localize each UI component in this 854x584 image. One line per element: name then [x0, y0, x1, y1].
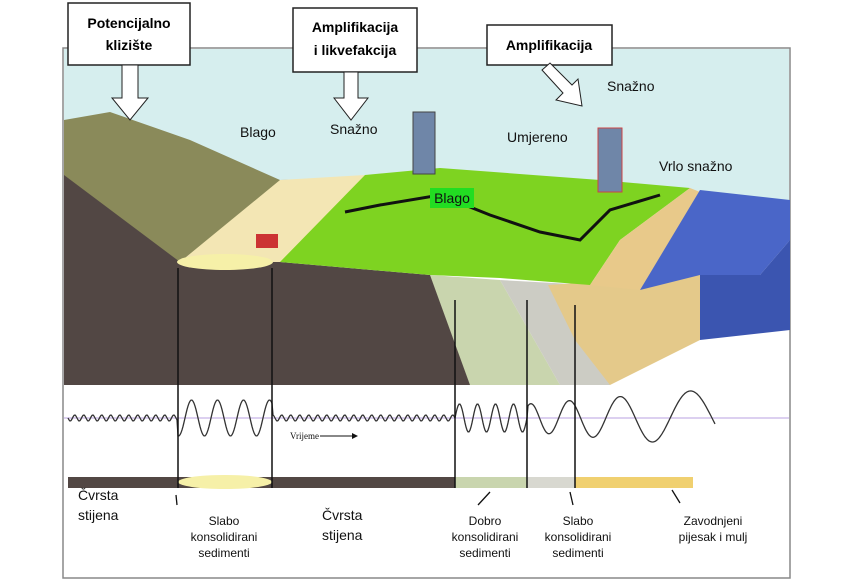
soil-label: Zavodnjeni — [684, 514, 743, 528]
intensity-label: Snažno — [607, 78, 655, 94]
leader-lines — [175, 489, 681, 506]
callout-text: klizište — [106, 37, 153, 53]
soil-segment-loose — [527, 477, 575, 488]
callout-text: i likvefakcija — [314, 42, 397, 58]
hill — [64, 112, 360, 262]
soil-labels: Čvrsta stijena Slabo konsolidirani sedimenti… — [78, 487, 747, 560]
soil-bar — [68, 477, 693, 488]
sea-surface — [640, 190, 790, 290]
soil-label: konsolidirani — [191, 530, 258, 544]
intensity-label: Blago — [434, 190, 470, 206]
callout-text: Potencijalno — [87, 15, 170, 31]
intensity-label: Blago — [240, 124, 276, 140]
house-icon — [256, 234, 278, 248]
soil-label: Slabo — [209, 514, 240, 528]
soil-label: stijena — [322, 527, 363, 543]
soil-label: konsolidirani — [452, 530, 519, 544]
intensity-label: Umjereno — [507, 129, 568, 145]
seismic-wave — [67, 390, 716, 443]
callout-amplification: Amplifikacija — [486, 24, 613, 107]
intensity-label: Snažno — [330, 121, 378, 137]
soil-label: konsolidirani — [545, 530, 612, 544]
beach — [590, 188, 700, 290]
intensity-label: Vrlo snažno — [659, 158, 733, 174]
sediment-lens — [177, 254, 273, 270]
arrow-down-icon — [110, 64, 150, 121]
callout-text: Amplifikacija — [312, 19, 399, 35]
sea-side — [700, 240, 790, 340]
plain — [280, 168, 690, 285]
soil-segment-saturated — [575, 477, 693, 488]
tower-building-icon — [412, 111, 436, 175]
arrow-right-icon — [352, 433, 358, 439]
callout-amplification-liquefaction: Amplifikacija i likvefakcija — [292, 7, 418, 121]
time-label: Vrijeme — [290, 431, 319, 441]
soil-label: Čvrsta — [78, 487, 119, 503]
soil-label: Dobro — [469, 514, 502, 528]
soil-label: Čvrsta — [322, 507, 363, 523]
projection-lines — [177, 268, 576, 488]
road — [344, 193, 661, 242]
soil-label: sedimenti — [198, 546, 249, 560]
callout-text: Amplifikacija — [506, 37, 593, 53]
callout-landslide: Potencijalno klizište — [67, 2, 191, 121]
intensity-badge — [430, 188, 474, 208]
saturated-sand — [548, 275, 700, 385]
soil-label: sedimenti — [459, 546, 510, 560]
arrow-diagonal-icon — [541, 62, 583, 107]
soil-segment-loose — [178, 475, 272, 489]
sand-slope — [180, 175, 365, 262]
soil-label: sedimenti — [552, 546, 603, 560]
arrow-down-icon — [332, 71, 370, 121]
soil-label: stijena — [78, 507, 119, 523]
soil-label: Slabo — [563, 514, 594, 528]
soil-label: pijesak i mulj — [679, 530, 748, 544]
tower-building-icon — [597, 127, 623, 193]
soil-segment-consolidated — [455, 477, 527, 488]
